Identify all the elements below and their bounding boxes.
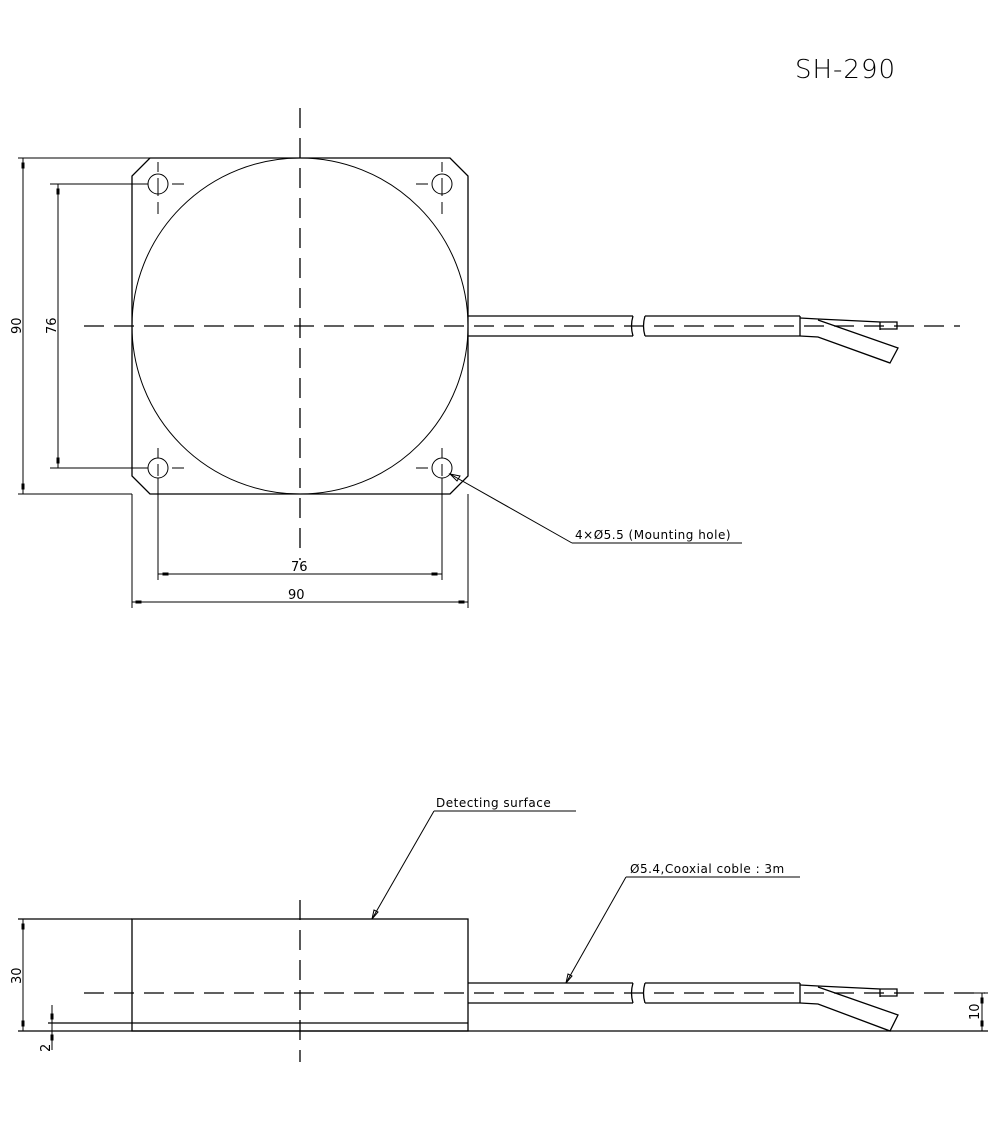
dim-76-vertical: 76 <box>45 317 60 334</box>
plate-outline <box>131 157 469 495</box>
side-view: 30 2 Detecting surface Ø5.4,Cooxial cobl… <box>10 796 988 1062</box>
drawing-title: SH-290 <box>795 55 896 85</box>
dim-cable-height: 10 <box>960 992 988 1031</box>
dim-10: 10 <box>968 1003 983 1020</box>
dim-30: 30 <box>10 967 25 984</box>
detecting-surface-label: Detecting surface <box>436 796 551 810</box>
dim-90-horizontal: 90 <box>288 588 305 603</box>
cable-side-view <box>468 982 899 1032</box>
cable-label: Ø5.4,Cooxial coble : 3m <box>630 862 785 876</box>
dim-hole-pitch-horizontal: 76 <box>157 478 443 580</box>
dim-hole-pitch-vertical: 76 <box>45 183 148 469</box>
top-view: 90 76 76 90 <box>10 108 960 608</box>
cable-top-view <box>468 315 899 364</box>
hole-center-marks <box>157 162 443 476</box>
detecting-surface-leader: Detecting surface <box>371 796 576 920</box>
dim-76-horizontal: 76 <box>291 560 308 575</box>
cable-leader: Ø5.4,Cooxial coble : 3m <box>565 862 800 984</box>
mounting-hole-leader: 4×Ø5.5 (Mounting hole) <box>448 473 742 544</box>
dim-base-offset: 2 <box>39 1005 54 1052</box>
mounting-hole-label: 4×Ø5.5 (Mounting hole) <box>575 528 731 542</box>
dim-height: 30 <box>10 919 25 1031</box>
dim-2: 2 <box>39 1044 54 1052</box>
dim-overall-width: 90 <box>131 494 469 608</box>
dim-overall-height: 90 <box>10 157 150 495</box>
dim-90-vertical: 90 <box>10 317 25 334</box>
